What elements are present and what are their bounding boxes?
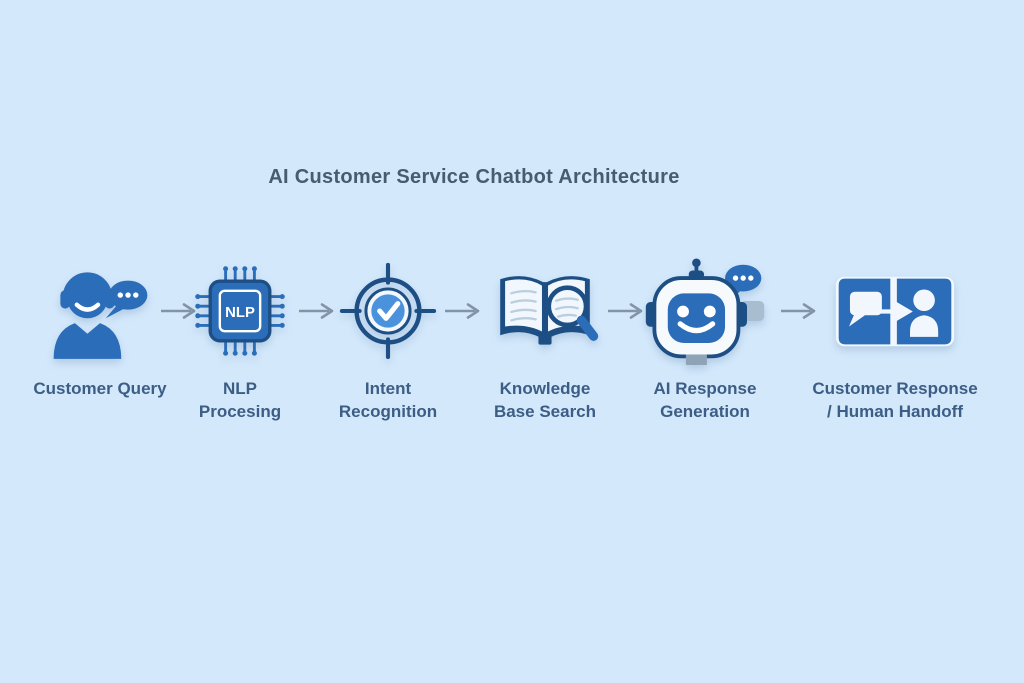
stage-label: Customer Response / Human Handoff [812, 379, 978, 421]
flow-arrow-icon [608, 303, 643, 319]
book-magnifier-icon [500, 276, 599, 345]
diagram-title: AI Customer Service Chatbot Architecture [268, 166, 680, 188]
stage-nlp-processing: NLP NLP Procesing [145, 256, 335, 423]
flow-arrow-icon [161, 303, 196, 319]
intent-target-check-icon [339, 262, 437, 360]
chat-to-person-handoff-icon [835, 276, 955, 346]
customer-headset-icon [53, 271, 148, 359]
stage-customer-response-handoff: Customer Response / Human Handoff [795, 256, 995, 423]
stage-knowledge-base-search: Knowledge Base Search [450, 256, 640, 423]
chip-text: NLP [225, 305, 255, 321]
stage-label: AI Response Generation [653, 379, 757, 421]
robot-chat-icon [645, 258, 765, 365]
flow-arrow-icon [445, 303, 480, 319]
stage-ai-response-generation: AI Response Generation [610, 256, 800, 423]
flow-arrow-icon [781, 303, 816, 319]
stage-label: Customer Query [33, 379, 167, 398]
stage-intent-recognition: Intent Recognition [293, 256, 483, 423]
stage-label: Knowledge Base Search [493, 379, 597, 421]
flow-arrow-icon [299, 303, 334, 319]
stage-label: Intent Recognition [338, 379, 438, 421]
stage-label: NLP Procesing [198, 379, 282, 421]
nlp-chip-icon: NLP [195, 266, 285, 356]
stage-customer-query: Customer Query [5, 256, 195, 400]
